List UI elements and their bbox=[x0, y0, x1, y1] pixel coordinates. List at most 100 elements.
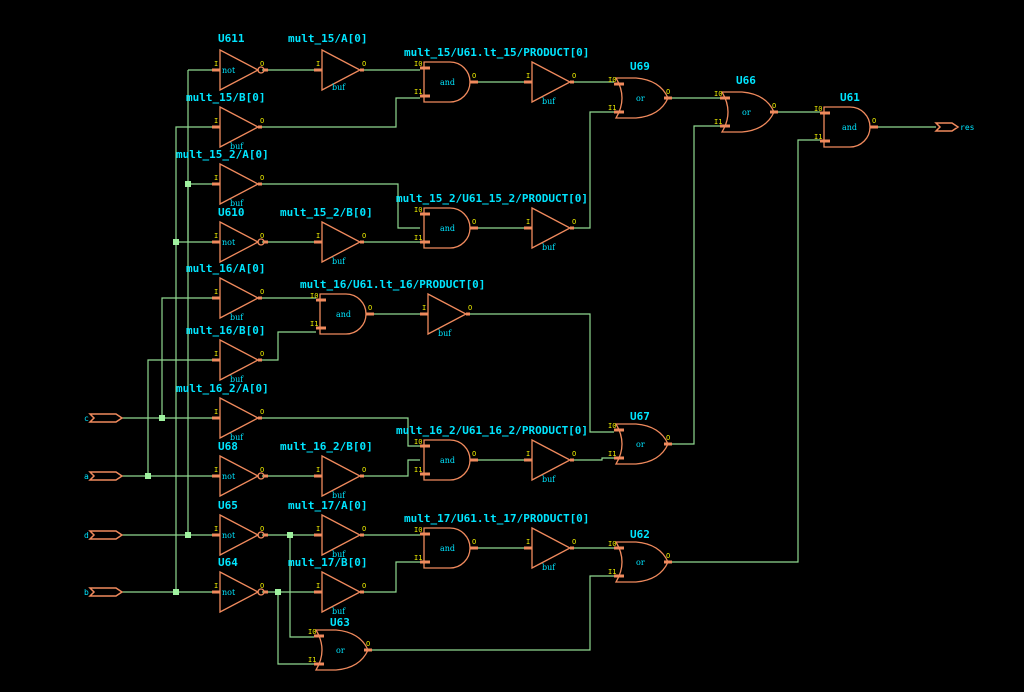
pin-label-i: I bbox=[214, 60, 218, 68]
input-port-a[interactable]: a bbox=[84, 471, 124, 481]
input-port-c[interactable]: c bbox=[84, 413, 124, 423]
pin-label-o: O bbox=[260, 117, 264, 125]
gate-type-label: buf bbox=[542, 97, 556, 106]
gate-type-label: or bbox=[636, 558, 645, 567]
pin-label-o: O bbox=[260, 174, 264, 182]
buf-symbol bbox=[321, 454, 362, 498]
port-label-a: a bbox=[84, 472, 89, 481]
pin-label-o: O bbox=[472, 72, 476, 80]
junction-dots bbox=[145, 181, 293, 595]
pin-label-o: O bbox=[872, 117, 876, 125]
gate-type-label: buf bbox=[332, 607, 346, 616]
pin-label-o: O bbox=[362, 525, 366, 533]
pin-label-i1: I1 bbox=[308, 656, 316, 664]
not-symbol bbox=[219, 454, 260, 498]
gate-type-label: or bbox=[336, 646, 345, 655]
pin-label-i1: I1 bbox=[414, 466, 422, 474]
pin-label-o: O bbox=[468, 304, 472, 312]
pin-label-i: I bbox=[316, 466, 320, 474]
gate-instance-label: mult_15/U61.lt_15/PRODUCT[0] bbox=[404, 46, 589, 59]
pin-label-i0: I0 bbox=[608, 422, 616, 430]
pin-label-o: O bbox=[772, 102, 776, 110]
gate-instance-label: mult_15_2/A[0] bbox=[176, 148, 269, 161]
buf-symbol bbox=[219, 396, 260, 440]
gate-type-label: not bbox=[222, 66, 236, 75]
gate-type-label: or bbox=[636, 440, 645, 449]
pin-label-i: I bbox=[214, 408, 218, 416]
and-symbol bbox=[319, 293, 367, 335]
port-label-d: d bbox=[84, 531, 89, 540]
pin-label-i0: I0 bbox=[608, 540, 616, 548]
buf-symbol bbox=[531, 206, 572, 250]
gate-instance-label: mult_16/U61.lt_16/PRODUCT[0] bbox=[300, 278, 485, 291]
or-symbol bbox=[614, 423, 669, 465]
pin-label-o: O bbox=[362, 582, 366, 590]
pin-label-i0: I0 bbox=[308, 628, 316, 636]
pin-label-o: O bbox=[472, 538, 476, 546]
gate-type-label: buf bbox=[332, 83, 346, 92]
gate-instance-label: mult_16/A[0] bbox=[186, 262, 265, 275]
and-symbol bbox=[423, 527, 471, 569]
gate-type-label: buf bbox=[230, 433, 244, 442]
gate-instance-label: U61 bbox=[840, 91, 860, 104]
buf-symbol bbox=[321, 220, 362, 264]
input-port-b[interactable]: b bbox=[84, 587, 124, 597]
gate-instance-label: U611 bbox=[218, 32, 245, 45]
pin-label-i0: I0 bbox=[714, 90, 722, 98]
pin-label-i: I bbox=[316, 60, 320, 68]
input-port-d[interactable]: d bbox=[84, 530, 124, 540]
gate-instance-label: mult_15_2/U61_15_2/PRODUCT[0] bbox=[396, 192, 588, 205]
pin-label-o: O bbox=[260, 232, 264, 240]
pin-label-i: I bbox=[214, 117, 218, 125]
gate-instance-label: U69 bbox=[630, 60, 650, 73]
and-symbol bbox=[423, 61, 471, 103]
pin-label-o: O bbox=[666, 88, 670, 96]
or-symbol bbox=[314, 629, 369, 671]
gate-type-label: not bbox=[222, 472, 236, 481]
pin-label-i: I bbox=[526, 538, 530, 546]
pin-label-i0: I0 bbox=[414, 526, 422, 534]
gate-type-label: not bbox=[222, 531, 236, 540]
output-port-res[interactable]: res bbox=[934, 122, 975, 132]
gate-instance-label: U66 bbox=[736, 74, 756, 87]
pin-label-o: O bbox=[362, 232, 366, 240]
pin-label-o: O bbox=[260, 525, 264, 533]
and-symbol bbox=[423, 439, 471, 481]
pin-label-i1: I1 bbox=[814, 133, 822, 141]
gate-type-label: and bbox=[440, 544, 455, 553]
pin-label-o: O bbox=[572, 218, 576, 226]
pin-label-o: O bbox=[260, 350, 264, 358]
